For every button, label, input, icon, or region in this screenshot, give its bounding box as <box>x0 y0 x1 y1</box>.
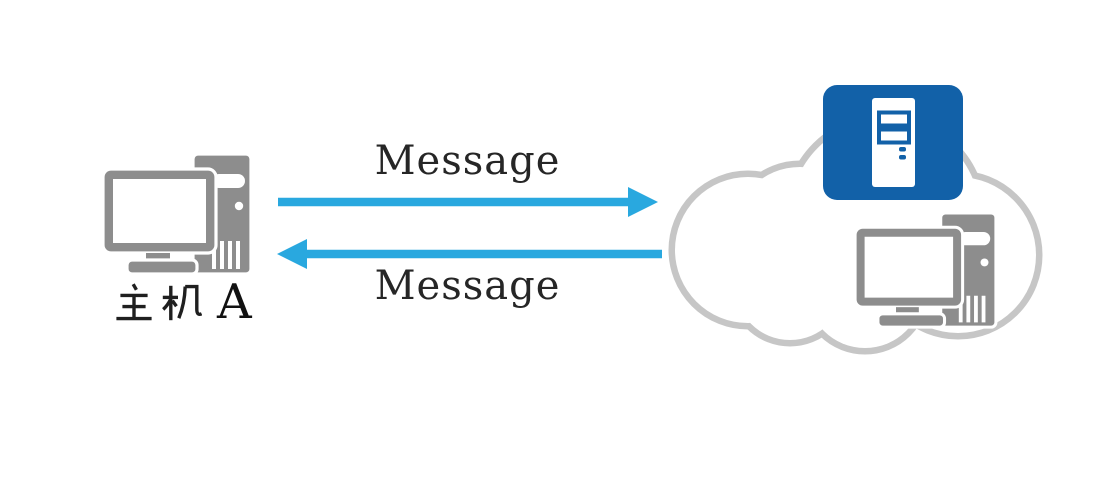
message-top-label: Message <box>374 138 561 184</box>
host-label-suffix: A <box>217 274 252 330</box>
host-label: 主机 A A <box>114 274 274 330</box>
hanzi-zhu-glyph <box>116 283 152 321</box>
arrow-left-icon <box>277 239 662 269</box>
arrow-right-icon <box>278 187 658 217</box>
remote-computer-icon <box>853 212 998 329</box>
server-icon <box>823 85 963 200</box>
host-label-text: 主机 A <box>114 281 115 282</box>
host-computer-icon <box>102 153 252 276</box>
hanzi-ji-glyph <box>162 284 203 321</box>
message-bottom-label: Message <box>374 263 561 309</box>
